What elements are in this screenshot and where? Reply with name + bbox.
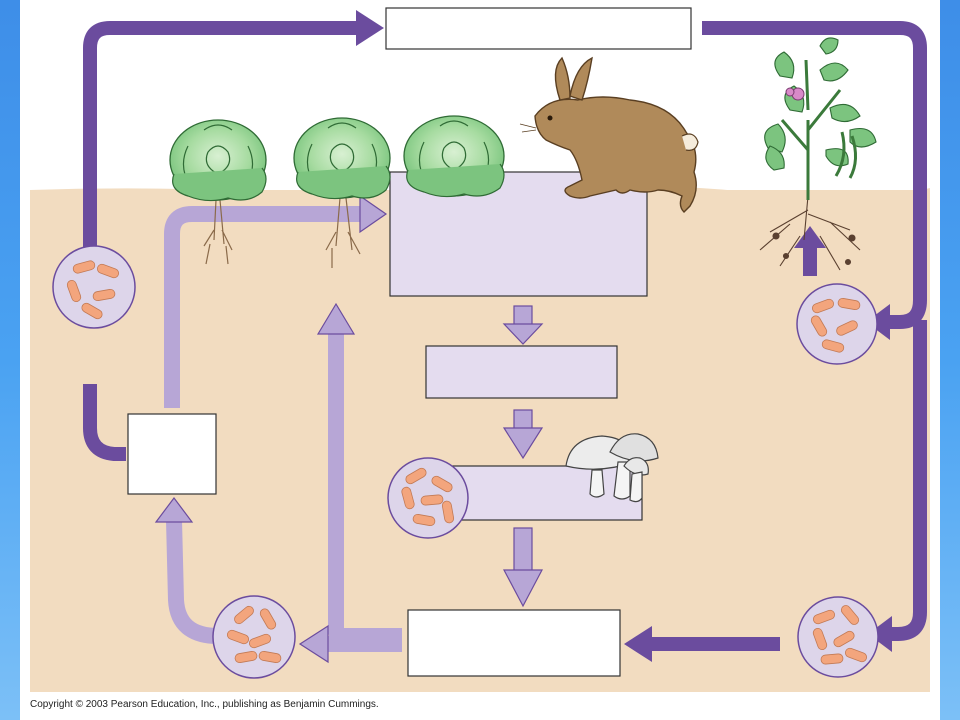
left-label-box xyxy=(127,413,217,495)
arrowhead-up-to-roots xyxy=(316,302,356,335)
bacteria-circle-bottom-right xyxy=(797,596,879,678)
mushroom-icon xyxy=(565,433,659,503)
roots-icon xyxy=(759,195,861,271)
arrowhead-up-to-small-box xyxy=(154,497,194,523)
arrow-small-box-to-plants xyxy=(164,206,360,408)
light-arrowheads xyxy=(154,194,544,664)
bacteria-circle-right xyxy=(796,283,878,365)
cabbage-icon-2 xyxy=(293,117,391,268)
down-arrow-3 xyxy=(503,527,543,608)
dark-arrowheads xyxy=(356,10,892,662)
arrowhead-bean-roots xyxy=(794,226,826,248)
bottom-label-box xyxy=(407,609,621,677)
rabbit-icon xyxy=(519,56,699,213)
dark-arrows xyxy=(83,21,927,651)
right-blue-border xyxy=(940,0,960,720)
down-arrow-1 xyxy=(502,305,544,345)
arrow-left-hook xyxy=(83,384,126,461)
arrow-fixation-to-top-box xyxy=(83,21,360,252)
light-arrows xyxy=(164,206,402,652)
arrowhead-bottom-box xyxy=(624,626,652,662)
down-arrow-2 xyxy=(502,409,544,460)
flower-icon xyxy=(785,87,805,101)
cabbage-icon-3 xyxy=(403,115,505,198)
arrow-bottom-left-circle-to-small-box xyxy=(166,519,219,644)
bacteria-circle-left xyxy=(52,245,136,329)
ammonification-box xyxy=(425,345,618,399)
arrowhead-bottom-right-bacteria xyxy=(868,616,892,652)
arrowhead-right-bacteria xyxy=(866,304,890,340)
top-label-box xyxy=(385,7,692,50)
nitrogen-cycle-diagram xyxy=(30,0,930,692)
arrowhead-top-box xyxy=(356,10,384,46)
bean-plant-icon xyxy=(759,37,877,271)
left-blue-border xyxy=(0,0,20,720)
arrow-top-box-to-right xyxy=(702,21,927,329)
copyright-text: Copyright © 2003 Pearson Education, Inc.… xyxy=(30,699,379,710)
arrow-right-down xyxy=(888,320,927,641)
cabbage-icon-1 xyxy=(169,119,267,265)
arrow-up-to-plant-roots xyxy=(328,620,402,644)
arrowhead-to-plants xyxy=(359,194,388,234)
bacteria-circle-bottom-left xyxy=(212,595,296,679)
bean-up-arrow-shaft xyxy=(803,246,817,276)
arrowhead-left-to-circle xyxy=(298,624,329,664)
bacteria-circle-middle xyxy=(387,457,469,539)
